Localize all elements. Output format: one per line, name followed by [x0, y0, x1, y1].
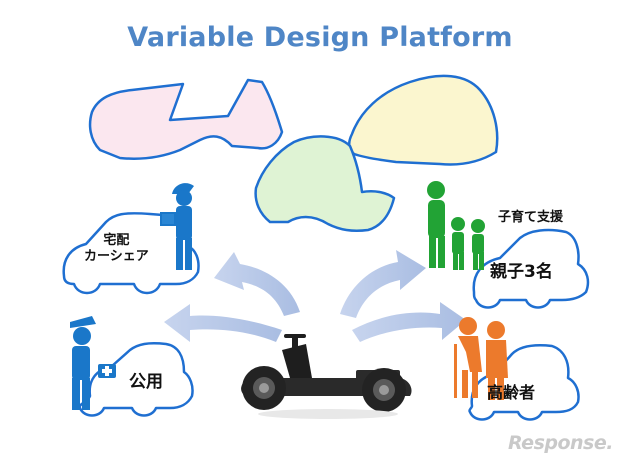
body-shape-green: [254, 135, 396, 232]
family-people-icon: [427, 181, 485, 270]
label-delivery-line1: 宅配: [103, 233, 130, 248]
label-elderly: 高齢者: [487, 383, 536, 402]
delivery-car-outline: [62, 212, 200, 295]
arrow-to-elderly: [352, 302, 466, 342]
watermark: Response.: [508, 432, 613, 454]
arrow-to-police: [164, 304, 282, 342]
diagram-title: Variable Design Platform: [127, 22, 513, 53]
elderly-people-icon: [454, 317, 508, 400]
label-delivery: 宅配 カーシェア: [84, 233, 149, 266]
platform-chassis-vehicle: [241, 334, 412, 419]
delivery-person-icon: [160, 183, 194, 270]
label-police: 公用: [129, 372, 163, 392]
police-car-outline: [78, 342, 194, 417]
elderly-car-outline: [468, 344, 580, 421]
body-shape-yellow: [348, 74, 499, 166]
label-childcare: 子育て支援: [498, 210, 564, 225]
body-shape-pink: [88, 78, 284, 160]
arrow-to-delivery: [214, 252, 300, 316]
label-family: 親子3名: [490, 262, 553, 282]
arrow-to-family: [340, 250, 426, 318]
police-officer-icon: [70, 316, 116, 410]
family-car-outline: [472, 228, 590, 309]
label-delivery-line2: カーシェア: [84, 249, 149, 265]
